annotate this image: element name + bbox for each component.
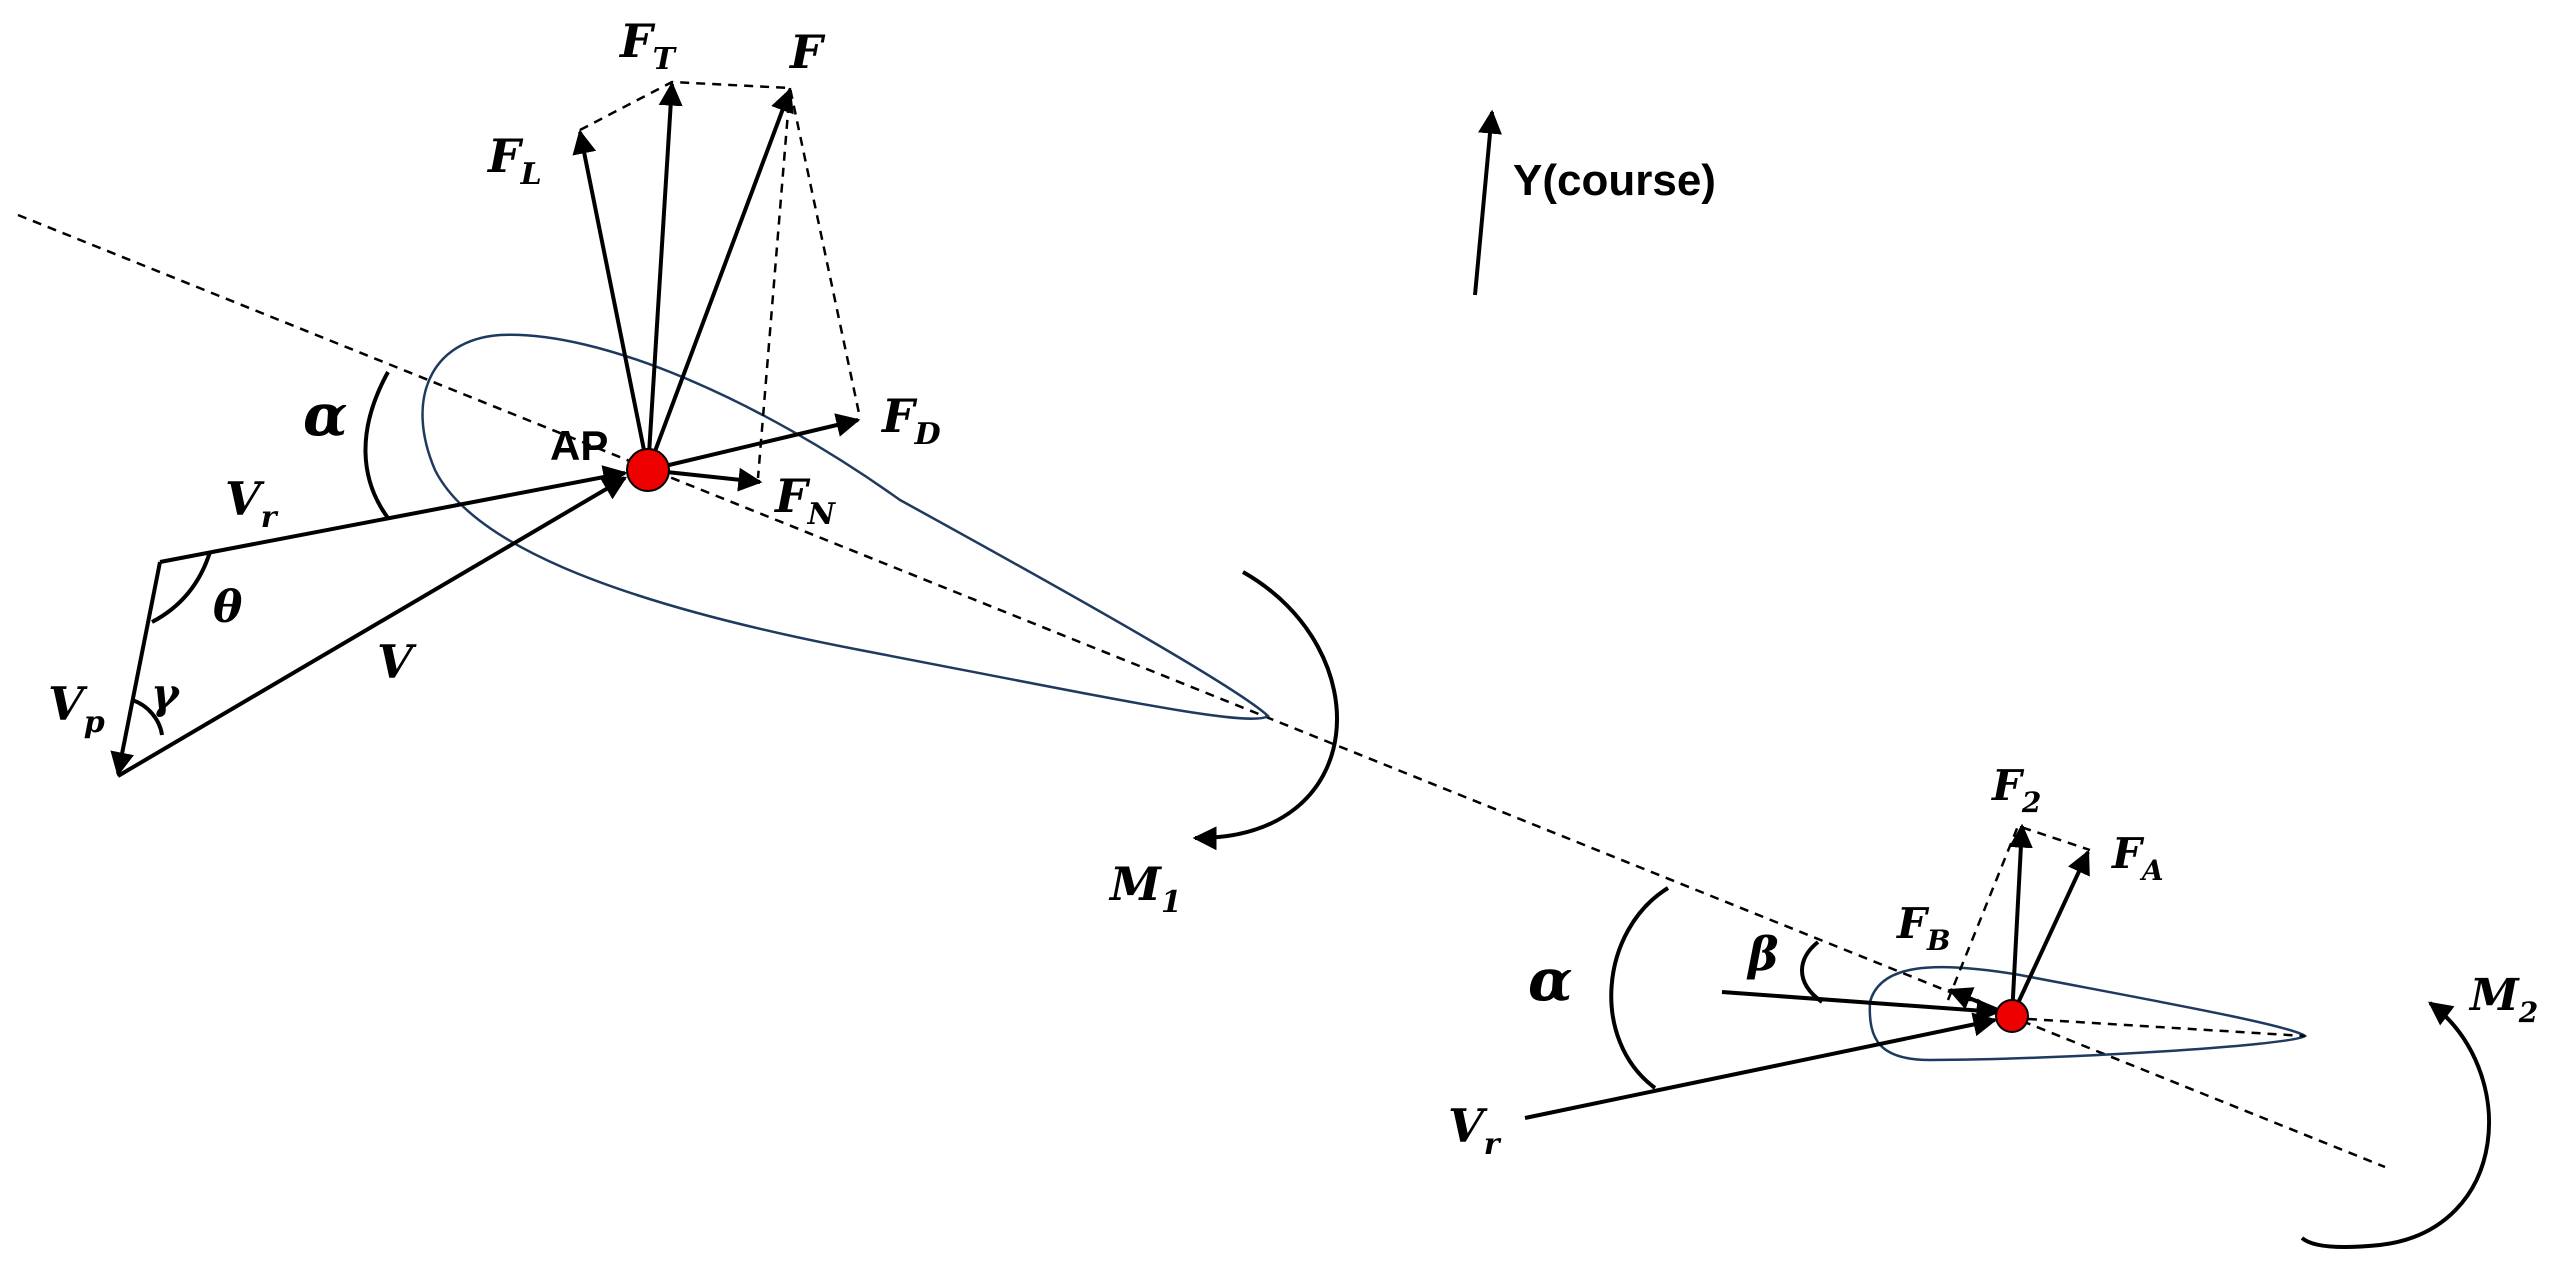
label-y-course: Y(course): [1513, 156, 1716, 205]
small-chord-dash: [2011, 1016, 2306, 1038]
label-fl: FL: [486, 129, 542, 192]
moment-m1-arc: [1192, 570, 1339, 851]
velocity-vector: [116, 476, 628, 778]
label-fa: FA: [2111, 829, 2164, 887]
moment-m2-arc: [2300, 1001, 2492, 1250]
label-vr-main: Vr: [225, 472, 279, 535]
label-theta: θ: [213, 582, 243, 633]
drag-vector: [647, 413, 861, 472]
alpha2-angle-arc: [1609, 886, 1670, 1090]
label-ap: AP: [550, 422, 608, 469]
theta-angle-arc: [151, 551, 212, 624]
label-beta: β: [1746, 927, 1779, 981]
plate-velocity-vector: [110, 561, 162, 777]
lift-vector: [572, 129, 650, 471]
thrust-vector: [646, 81, 683, 471]
gamma-angle-arc: [131, 698, 164, 736]
course-arrow: [1473, 109, 1502, 296]
chord-reference-line: [17, 213, 2386, 1169]
alpha-angle-arc: [363, 371, 390, 520]
beta-reference-line: [1721, 990, 2001, 1023]
normal-construction-dash: [756, 87, 792, 479]
main-airfoil-outline: [421, 333, 1271, 720]
relative-velocity-vector: [159, 465, 628, 564]
label-v: V: [377, 635, 417, 689]
label-f2: F2: [1991, 761, 2041, 819]
small-relative-velocity-vector: [1524, 1012, 1998, 1120]
label-m1: M1: [1108, 857, 1182, 920]
label-fn: FN: [773, 469, 837, 532]
label-m2: M2: [2468, 970, 2538, 1029]
label-vr-small: Vr: [1448, 1099, 1502, 1162]
beta-angle-arc: [1800, 940, 1824, 1004]
label-f: F: [788, 25, 826, 79]
label-fb: FB: [1896, 899, 1951, 957]
small-application-point: [1995, 999, 2029, 1033]
label-vp: Vp: [48, 677, 105, 740]
resultant-force-vector: [646, 87, 794, 471]
resultant-construction-dashes: [579, 80, 862, 419]
label-alpha-main: α: [303, 381, 348, 449]
application-point: [626, 448, 670, 492]
label-gamma: γ: [151, 669, 181, 718]
fa-vector: [2010, 849, 2090, 1017]
label-ft: FT: [618, 14, 678, 77]
label-fd: FD: [880, 389, 941, 452]
label-alpha-small: α: [1528, 946, 1573, 1014]
f2-vector: [2008, 823, 2033, 1017]
